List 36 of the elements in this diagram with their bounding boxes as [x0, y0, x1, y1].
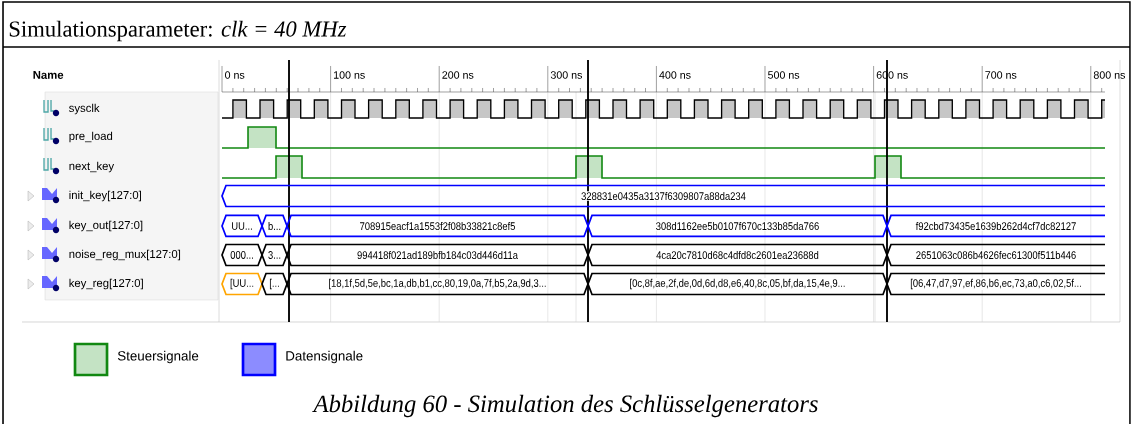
- bus-value: [UU...: [221, 272, 263, 296]
- bus-value: 3...: [261, 243, 288, 267]
- bus-value: 2651063c086b4626fec61300f511b446: [886, 243, 1106, 267]
- signal-name: noise_reg_mux[127:0]: [69, 249, 181, 261]
- bus-value: UU...: [221, 214, 263, 238]
- signal-name: sysclk: [69, 103, 100, 115]
- signal-name: next_key: [69, 161, 115, 173]
- bus-value: [...: [261, 272, 288, 296]
- heading: Simulationsparameter: clk = 40 MHz: [9, 20, 347, 42]
- bus-value: 000...: [221, 243, 263, 267]
- tick-label: 200 ns: [442, 71, 474, 79]
- signal-name: init_key[127:0]: [69, 190, 141, 202]
- column-header: Name: [33, 71, 64, 79]
- bus-value: [18,1f,5d,5e,bc,1a,db,b1,cc,80,19,0a,7f,b5,2a,9d,3...: [286, 272, 589, 296]
- tick-label: 500 ns: [768, 71, 800, 79]
- tick-label: 800 ns: [1093, 71, 1126, 79]
- bus-value: f92cbd73435e1639b262d4cf7dc82127: [886, 214, 1106, 238]
- caption: Abbildung 60 - Simulation des Schlüsselgenerators: [312, 394, 818, 418]
- bus-value: b...: [261, 214, 288, 238]
- bus-value: 708915eacf1a1553f2f08b33821c8ef5: [286, 214, 589, 238]
- bus-value: [0c,8f,ae,2f,de,0d,6d,d8,e6,40,8c,05,bf,da,15,4e,9...: [587, 272, 888, 296]
- bus-value: 308d1162ee5b0107f670c133b85da766: [587, 214, 888, 238]
- bus-value: 4ca20c7810d68c4dfd8c2601ea23688d: [587, 243, 888, 267]
- signal-name: key_reg[127:0]: [69, 278, 143, 290]
- legend-label: Steuersignale: [117, 350, 199, 364]
- tick-label: 300 ns: [550, 71, 583, 79]
- bus-value: 994418f021ad189bfb184c03d446d11a: [286, 243, 589, 267]
- signal-name: pre_load: [69, 131, 113, 143]
- bus-value: [06,47,d7,97,ef,86,b6,ec,73,a0,c6,02,5f...: [886, 272, 1106, 296]
- bus-value: 328831e0435a3137f6309807a88da234: [221, 184, 1106, 208]
- legend-label: Datensignale: [286, 350, 363, 364]
- signal-name: key_out[127:0]: [69, 220, 143, 232]
- tick-label: 100 ns: [334, 71, 365, 79]
- tick-label: 400 ns: [659, 71, 691, 79]
- tick-label: 700 ns: [985, 71, 1017, 79]
- tick-label: 0 ns: [225, 71, 245, 79]
